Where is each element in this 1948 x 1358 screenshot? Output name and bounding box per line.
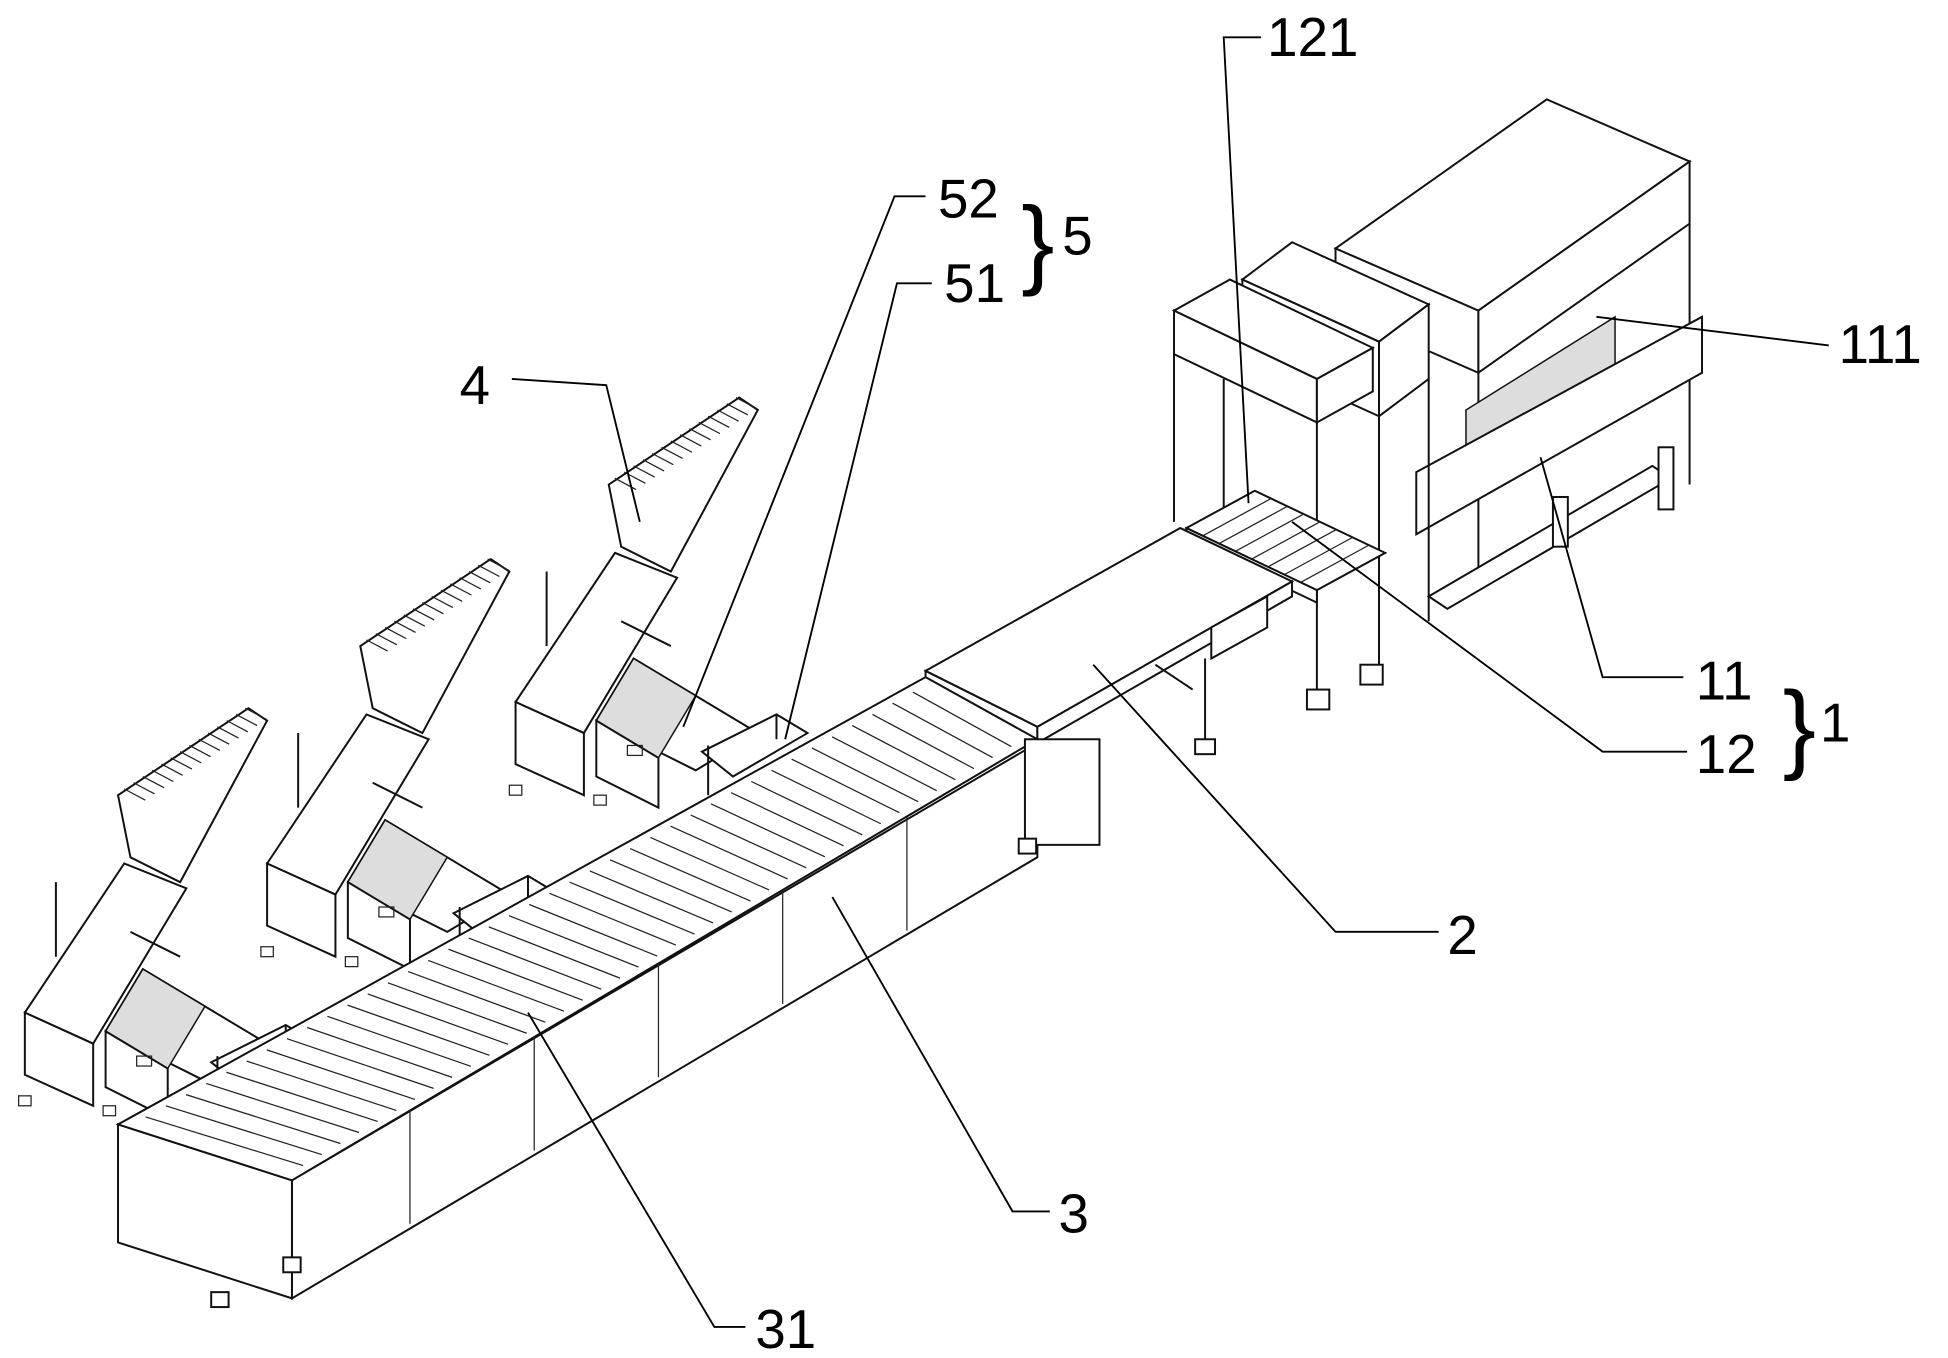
branch-conveyor: [509, 398, 807, 808]
label-111: 111: [1839, 314, 1922, 375]
label-121: 121: [1267, 7, 1358, 68]
label-52: 52: [938, 168, 999, 229]
label-2: 2: [1447, 905, 1477, 966]
label-11: 11: [1696, 650, 1753, 711]
label-1: 1: [1820, 693, 1850, 754]
label-3: 3: [1058, 1184, 1088, 1245]
label-51: 51: [944, 253, 1005, 314]
label-4: 4: [460, 355, 490, 416]
brace-5: }: [1021, 187, 1054, 298]
label-31: 31: [755, 1299, 816, 1358]
label-12: 12: [1696, 724, 1757, 785]
label-5: 5: [1062, 206, 1092, 267]
brace-1: }: [1783, 671, 1816, 782]
